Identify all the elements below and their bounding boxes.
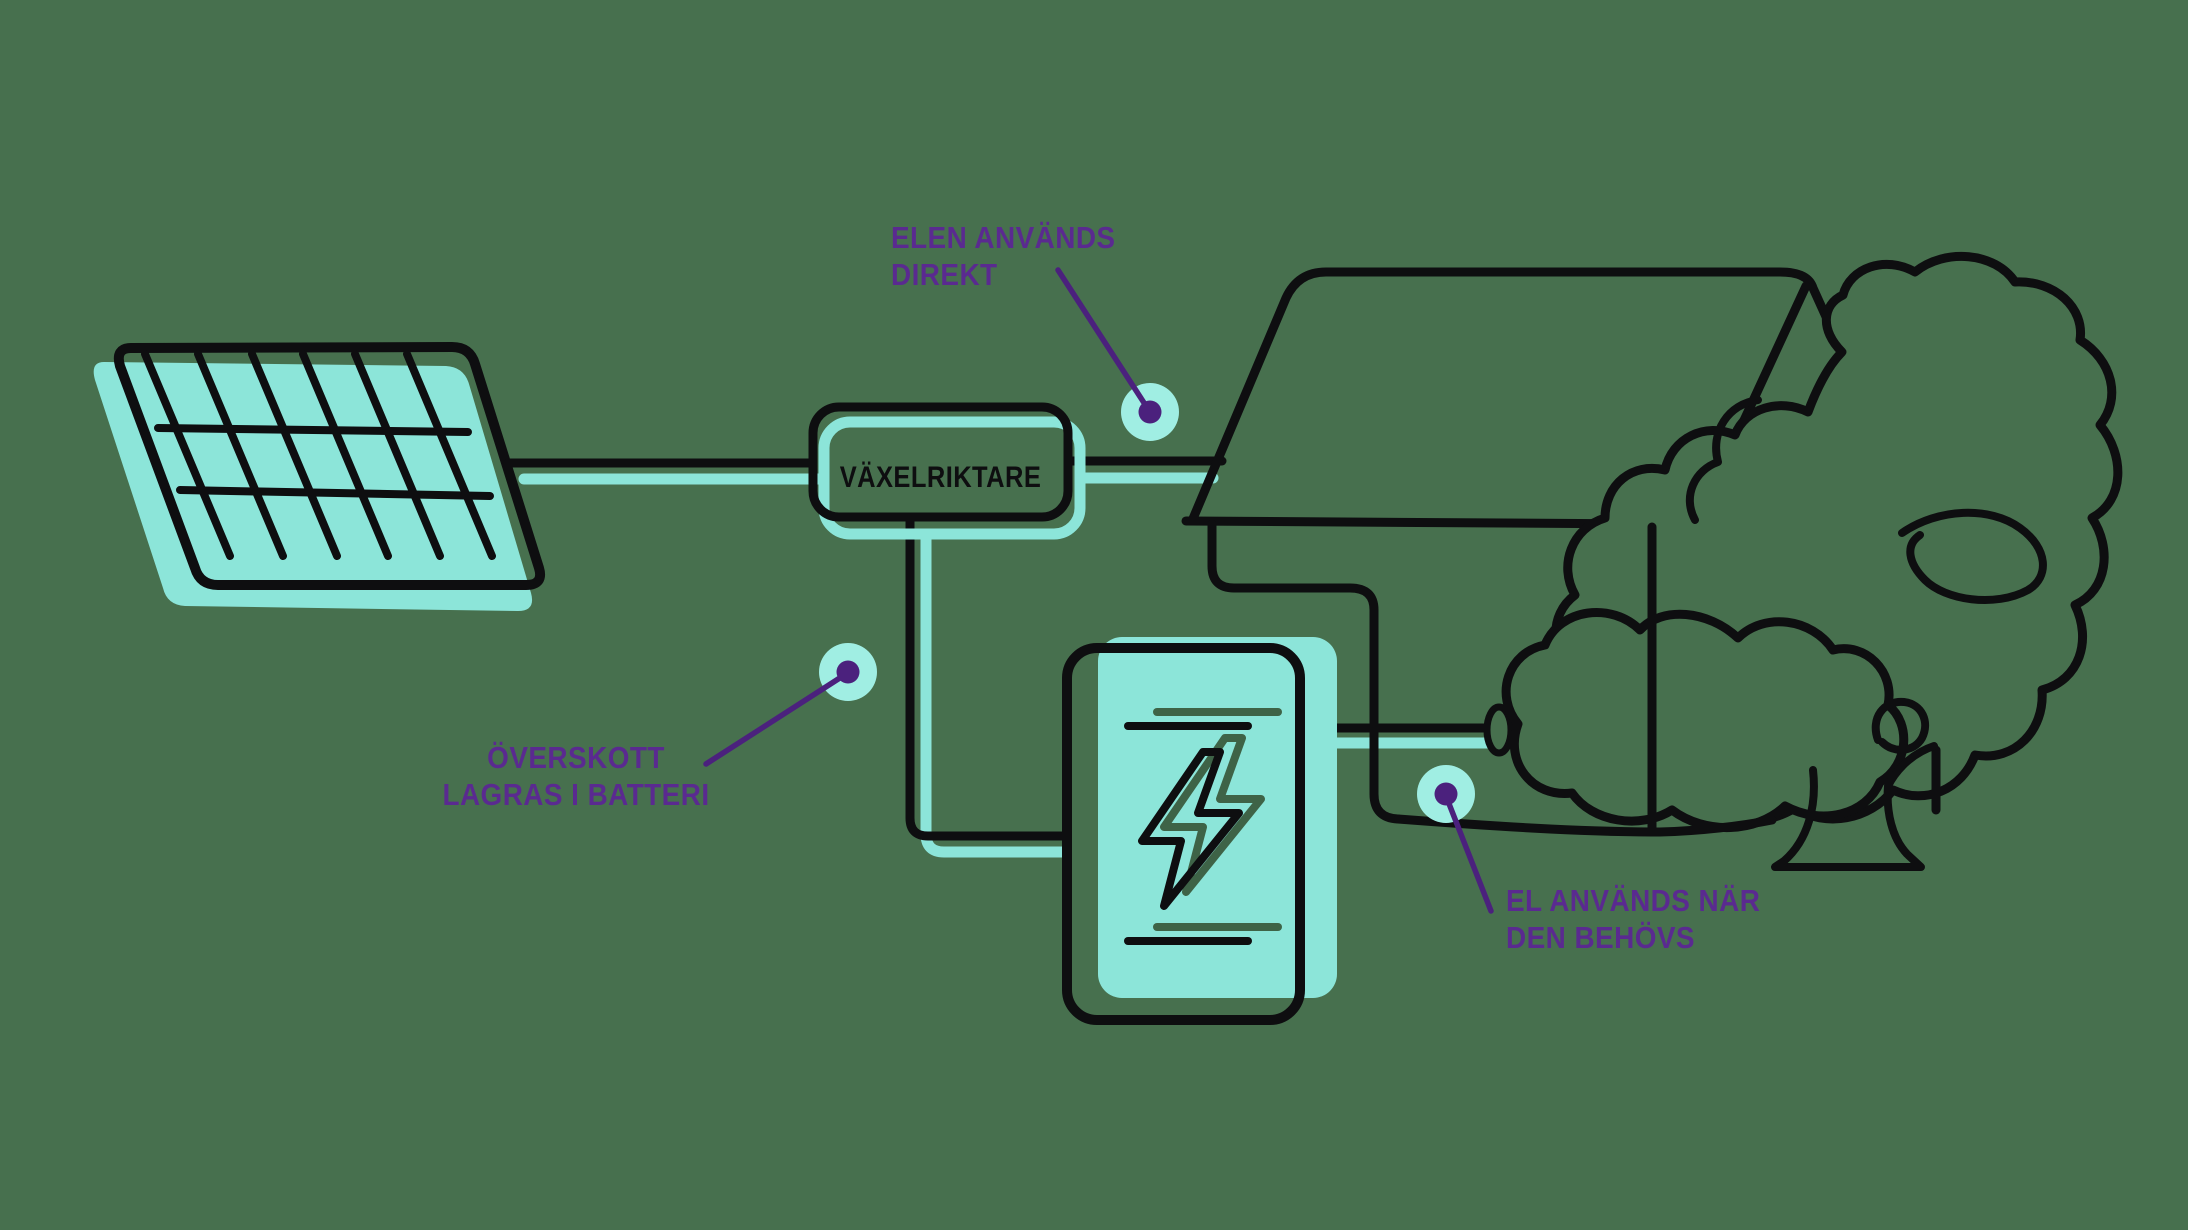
callout-label-on-demand-line2: DEN BEHÖVS xyxy=(1506,920,1695,955)
solar-panel-shadow xyxy=(93,362,533,611)
callout-pointer-direct xyxy=(1055,267,1151,412)
inverter-label: VÄXELRIKTARE xyxy=(839,461,1042,494)
callout-label-battery: ÖVERSKOTT LAGRAS I BATTERI xyxy=(414,739,738,813)
callout-markers xyxy=(703,267,1494,914)
battery-marks xyxy=(1124,722,1252,945)
wire-inverter-battery xyxy=(905,512,1071,841)
inverter-box-icon xyxy=(808,402,1086,540)
battery-icon xyxy=(1062,637,1337,1025)
power-outlet-icon xyxy=(1483,703,1515,757)
callout-label-on-demand: EL ANVÄNDS NÄR DEN BEHÖVS xyxy=(1506,882,1760,956)
battery-offset-lines xyxy=(1153,708,1282,931)
callout-label-direct: ELEN ANVÄNDS DIREKT xyxy=(891,219,1115,293)
house-ground-line xyxy=(1393,814,1777,837)
wire-inverter-battery-teal xyxy=(920,528,1072,858)
lightning-bolt-shadow xyxy=(1160,734,1265,896)
solar-panel-frame xyxy=(113,342,546,590)
battery-outline xyxy=(1062,643,1305,1025)
callout-label-battery-line1: ÖVERSKOTT xyxy=(487,740,665,775)
inverter-shadow-outline xyxy=(818,416,1086,540)
callout-label-direct-line2: DIREKT xyxy=(891,257,998,292)
callout-dot-center xyxy=(836,660,860,684)
callout-dot-center xyxy=(1138,400,1162,424)
solar-panel-grid xyxy=(141,350,496,560)
lightning-bolt-icon xyxy=(1138,748,1243,910)
tree-icon xyxy=(1501,251,2123,832)
house-roof xyxy=(1187,267,1847,526)
house-eave-line xyxy=(1181,516,1657,529)
callout-label-on-demand-line1: EL ANVÄNDS NÄR xyxy=(1506,883,1761,918)
inverter-outline xyxy=(808,402,1073,522)
solar-panel-icon xyxy=(93,342,546,611)
callout-pointer-on-demand xyxy=(1443,793,1494,914)
tree-canopy-lower-lobe xyxy=(1501,608,1909,832)
house-left-wall xyxy=(1207,519,1403,824)
callout-label-direct-line1: ELEN ANVÄNDS xyxy=(891,220,1116,255)
callout-label-battery-line2: LAGRAS I BATTERI xyxy=(442,777,710,812)
tree-canopy-details xyxy=(1686,396,2047,754)
tree-trunk-outline xyxy=(1771,742,1938,871)
house-foreground-lines xyxy=(1393,522,1941,837)
callout-pointer-battery xyxy=(703,671,849,767)
tree-trunk xyxy=(1771,742,1938,871)
callout-dot-center xyxy=(1434,782,1458,806)
